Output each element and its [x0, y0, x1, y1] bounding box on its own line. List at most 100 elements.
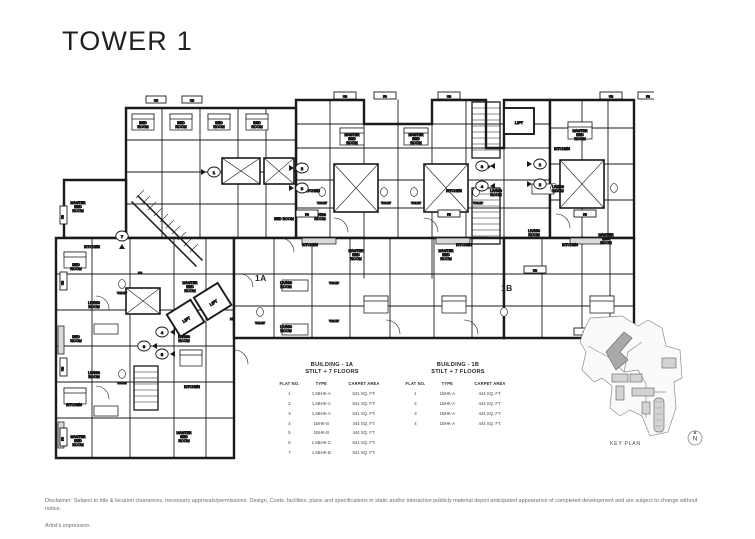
svg-text:6: 6 [143, 344, 146, 349]
balcony-label-ub: UB [61, 367, 65, 371]
table-row: 3 1BHK-A 444 SQ. FT. [402, 408, 514, 418]
room-label-kitchen: KITCHEN [66, 403, 82, 407]
floor-plan-svg: LIFT LIFT LIFT [54, 91, 654, 460]
cell-flat-no: 3 [414, 410, 417, 416]
balcony-label-ub: UB [533, 269, 537, 273]
svg-text:1: 1 [539, 162, 542, 167]
room-label-kitchen: KITCHEN [554, 147, 570, 151]
north-arrow-icon: N [685, 428, 705, 448]
room-label-toilet: TOILET [317, 201, 327, 205]
svg-text:5: 5 [161, 352, 164, 357]
balcony-label-ub: UB [190, 99, 194, 103]
flat-marker-6: 6 [137, 340, 157, 352]
table-row: 2 1BHK-A 444 SQ. FT. [402, 399, 514, 409]
flat-marker-3: 3 [289, 182, 309, 194]
flat-marker-2: 2 [289, 162, 309, 174]
cell-carpet-area: 444 SQ. FT. [478, 391, 502, 397]
table-row: 2 1,5BHK-A 541 SQ. FT. [276, 399, 388, 409]
table-b: FLAT NO. TYPE CARPET AREA 1 1BHK-A 444 S… [402, 381, 514, 428]
balcony-label-fb: FB [61, 215, 65, 219]
cell-carpet-area: 541 SQ. FT. [352, 391, 376, 397]
stair-direction-up: UP [138, 271, 142, 275]
cell-flat-no: 2 [288, 400, 291, 406]
col-header-flat-no: FLAT NO. [279, 380, 300, 386]
svg-text:7: 7 [121, 234, 124, 239]
svg-text:1: 1 [213, 170, 216, 175]
flat-marker-1b-4: 4 [475, 180, 495, 192]
cell-flat-no: 1 [288, 391, 291, 397]
cell-carpet-area: 444 SQ. FT. [352, 420, 376, 426]
page-title: TOWER 1 [62, 26, 193, 56]
table-row: 1 1,5BHK-A 541 SQ. FT. [276, 389, 388, 399]
room-label-lift: LIFT [181, 315, 191, 324]
room-label-kitchen: KITCHEN [84, 245, 100, 249]
room-label-lift: LIFT [209, 298, 219, 307]
cell-flat-no: 7 [288, 449, 291, 455]
svg-text:3: 3 [301, 186, 304, 191]
balcony-label-ub: UB [154, 99, 158, 103]
key-plan-svg [579, 315, 683, 437]
cell-flat-no: 6 [288, 440, 291, 446]
table-row: 3 1,5BHK-A 541 SQ. FT. [276, 408, 388, 418]
key-plan-map [576, 312, 688, 440]
cell-type: 1BHK-B [313, 420, 330, 426]
table-row: 6 1,5BHK-C 541 SQ. FT. [276, 438, 388, 448]
balcony-label-fb: FB [447, 213, 451, 217]
balcony-label-fb: FB [646, 95, 650, 99]
cell-flat-no: 3 [288, 410, 291, 416]
cell-flat-no: 4 [288, 420, 291, 426]
cell-carpet-area: 444 SQ. FT. [478, 420, 502, 426]
cell-type: 1BHK-A [439, 400, 456, 406]
flat-number-markers: 1 2 3 4 [115, 158, 547, 360]
table-row: 1 1BHK-A 444 SQ. FT. [402, 389, 514, 399]
cell-carpet-area: 444 SQ. FT. [478, 400, 502, 406]
cell-carpet-area: 541 SQ. FT. [352, 440, 376, 446]
flat-marker-7: 7 [115, 230, 129, 249]
flat-marker-5: 5 [155, 348, 175, 360]
room-label-toilet: TOILET [117, 291, 127, 295]
cell-flat-no: 5 [288, 430, 291, 436]
room-label-toilet: TOILET [411, 201, 421, 205]
stair-direction-dn: DN [230, 317, 234, 321]
cell-type: 1,5BHK-B [311, 449, 331, 455]
flat-schedule-table-1b: BUILDING - 1B STILT + 7 FLOORS FLAT NO. … [402, 362, 514, 428]
col-header-carpet-area: CARPET AREA [474, 380, 506, 386]
cell-carpet-area: 444 SQ. FT. [478, 410, 502, 416]
room-label-kitchen: KITCHEN [456, 243, 472, 247]
room-label-toilet: TOILET [381, 201, 391, 205]
balcony-label-fb: FB [583, 213, 587, 217]
balcony-label-fb: FB [383, 95, 387, 99]
cell-carpet-area: 541 SQ. FT. [352, 449, 376, 455]
table-row: 5 1BHK-B 444 SQ. FT. [276, 428, 388, 438]
room-label-kitchen: KITCHEN [184, 385, 200, 389]
section-label-1b: 1B [501, 283, 513, 293]
room-label-kitchen: KITCHEN [304, 189, 320, 193]
room-label-toilet: TOILET [255, 321, 265, 325]
artist-impression-note: Artist's impression. [45, 523, 91, 529]
balcony-label-fb: FB [61, 437, 65, 441]
cell-carpet-area: 541 SQ. FT. [352, 400, 376, 406]
svg-text:2: 2 [301, 166, 304, 171]
balcony-label-ub: UB [447, 95, 451, 99]
balcony-label-fb: FB [305, 213, 309, 217]
flat-marker-4: 4 [155, 326, 175, 338]
room-label-toilet: TOILET [473, 201, 483, 205]
cell-flat-no: 1 [414, 391, 417, 397]
cell-type: 1,5BHK-C [311, 440, 332, 446]
flat-marker-1b-1: 1 [527, 158, 547, 170]
svg-text:3: 3 [481, 164, 484, 169]
